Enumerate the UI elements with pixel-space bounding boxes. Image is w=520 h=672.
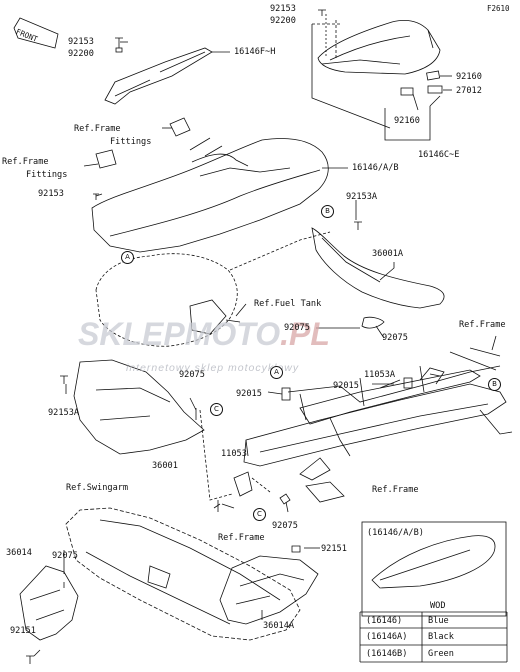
swingarm-reference	[65, 507, 301, 641]
fuel-tank-reference	[95, 231, 331, 347]
label-ref-frame-fittings-2b: Fittings	[26, 170, 68, 180]
figure-code: F2610	[487, 4, 510, 13]
label-92153-mid: 92153	[38, 189, 64, 199]
inset-row-1-color: Blue	[428, 616, 449, 626]
watermark-brand: SKLEPMOTO.PL	[78, 316, 330, 353]
label-ref-frame-mid: Ref.Frame	[372, 485, 419, 495]
watermark-part-a: SKLEP	[78, 316, 185, 352]
inset-table-header: WOD	[430, 601, 446, 611]
label-92153A-left: 92153A	[48, 408, 80, 418]
label-92075-a: 92075	[284, 323, 310, 333]
watermark-tagline: internetowy sklep motocyklowy	[126, 362, 300, 374]
label-92153-top: 92153	[270, 4, 296, 14]
label-92160-b: 92160	[394, 116, 420, 126]
swingarm-guard-part	[19, 565, 79, 641]
label-ref-frame-fittings-2a: Ref.Frame	[2, 157, 49, 167]
inset-row-3-color: Green	[428, 649, 454, 659]
side-cover-part	[91, 137, 329, 253]
chain-guard-part	[219, 555, 319, 625]
left-panel-part	[73, 359, 205, 455]
label-36001: 36001	[152, 461, 178, 471]
watermark-part-b: MOTO	[184, 316, 281, 352]
label-92200-top: 92200	[270, 16, 296, 26]
label-16146CE: 16146C~E	[418, 150, 460, 160]
label-36001A: 36001A	[372, 249, 404, 259]
label-16146AB: 16146/A/B	[352, 163, 399, 173]
label-92075-d: 92075	[272, 521, 298, 531]
front-arrow-icon	[13, 17, 59, 49]
inset-seat-cover	[371, 535, 496, 589]
label-92075-c: 92075	[179, 370, 205, 380]
label-92160-a: 92160	[456, 72, 482, 82]
inset-row-2-color: Black	[428, 632, 454, 642]
label-92151-b: 92151	[10, 626, 36, 636]
callout-C-1: C	[210, 403, 223, 416]
watermark-part-c: .PL	[280, 316, 330, 352]
callout-B-1: B	[321, 205, 334, 218]
label-ref-swingarm: Ref.Swingarm	[66, 483, 129, 493]
label-92200-left: 92200	[68, 49, 94, 59]
callout-C-2: C	[253, 508, 266, 521]
callout-B-2: B	[488, 378, 501, 391]
label-36014A: 36014A	[263, 621, 295, 631]
label-ref-fuel-tank: Ref.Fuel Tank	[254, 299, 322, 309]
label-ref-frame-low: Ref.Frame	[218, 533, 265, 543]
callout-A-1: A	[121, 251, 134, 264]
label-ref-frame-fittings-1a: Ref.Frame	[74, 124, 121, 134]
label-92015-a: 92015	[333, 381, 359, 391]
inset-row-3-code: (16146B)	[366, 649, 408, 659]
label-11053: 11053	[221, 449, 247, 459]
label-16146FH: 16146F~H	[234, 47, 276, 57]
label-92151-a: 92151	[321, 544, 347, 554]
label-36014: 36014	[6, 548, 32, 558]
frame-assembly-part	[243, 365, 513, 503]
label-92015-b: 92015	[236, 389, 262, 399]
inset-title: (16146/A/B)	[367, 528, 424, 538]
label-ref-frame-right: Ref.Frame	[459, 320, 506, 330]
inset-row-1-code: (16146)	[366, 616, 403, 626]
label-ref-frame-fittings-1b: Fittings	[110, 137, 152, 147]
tail-cover-part	[104, 47, 213, 105]
right-panel-part	[311, 227, 445, 309]
seat-cowl-part	[317, 20, 441, 75]
label-27012: 27012	[456, 86, 482, 96]
label-92153-left: 92153	[68, 37, 94, 47]
label-92075-b: 92075	[382, 333, 408, 343]
callout-A-2: A	[270, 366, 283, 379]
label-92075-e: 92075	[52, 551, 78, 561]
inset-row-2-code: (16146A)	[366, 632, 408, 642]
label-11053A: 11053A	[364, 370, 396, 380]
label-92153A-right: 92153A	[346, 192, 378, 202]
